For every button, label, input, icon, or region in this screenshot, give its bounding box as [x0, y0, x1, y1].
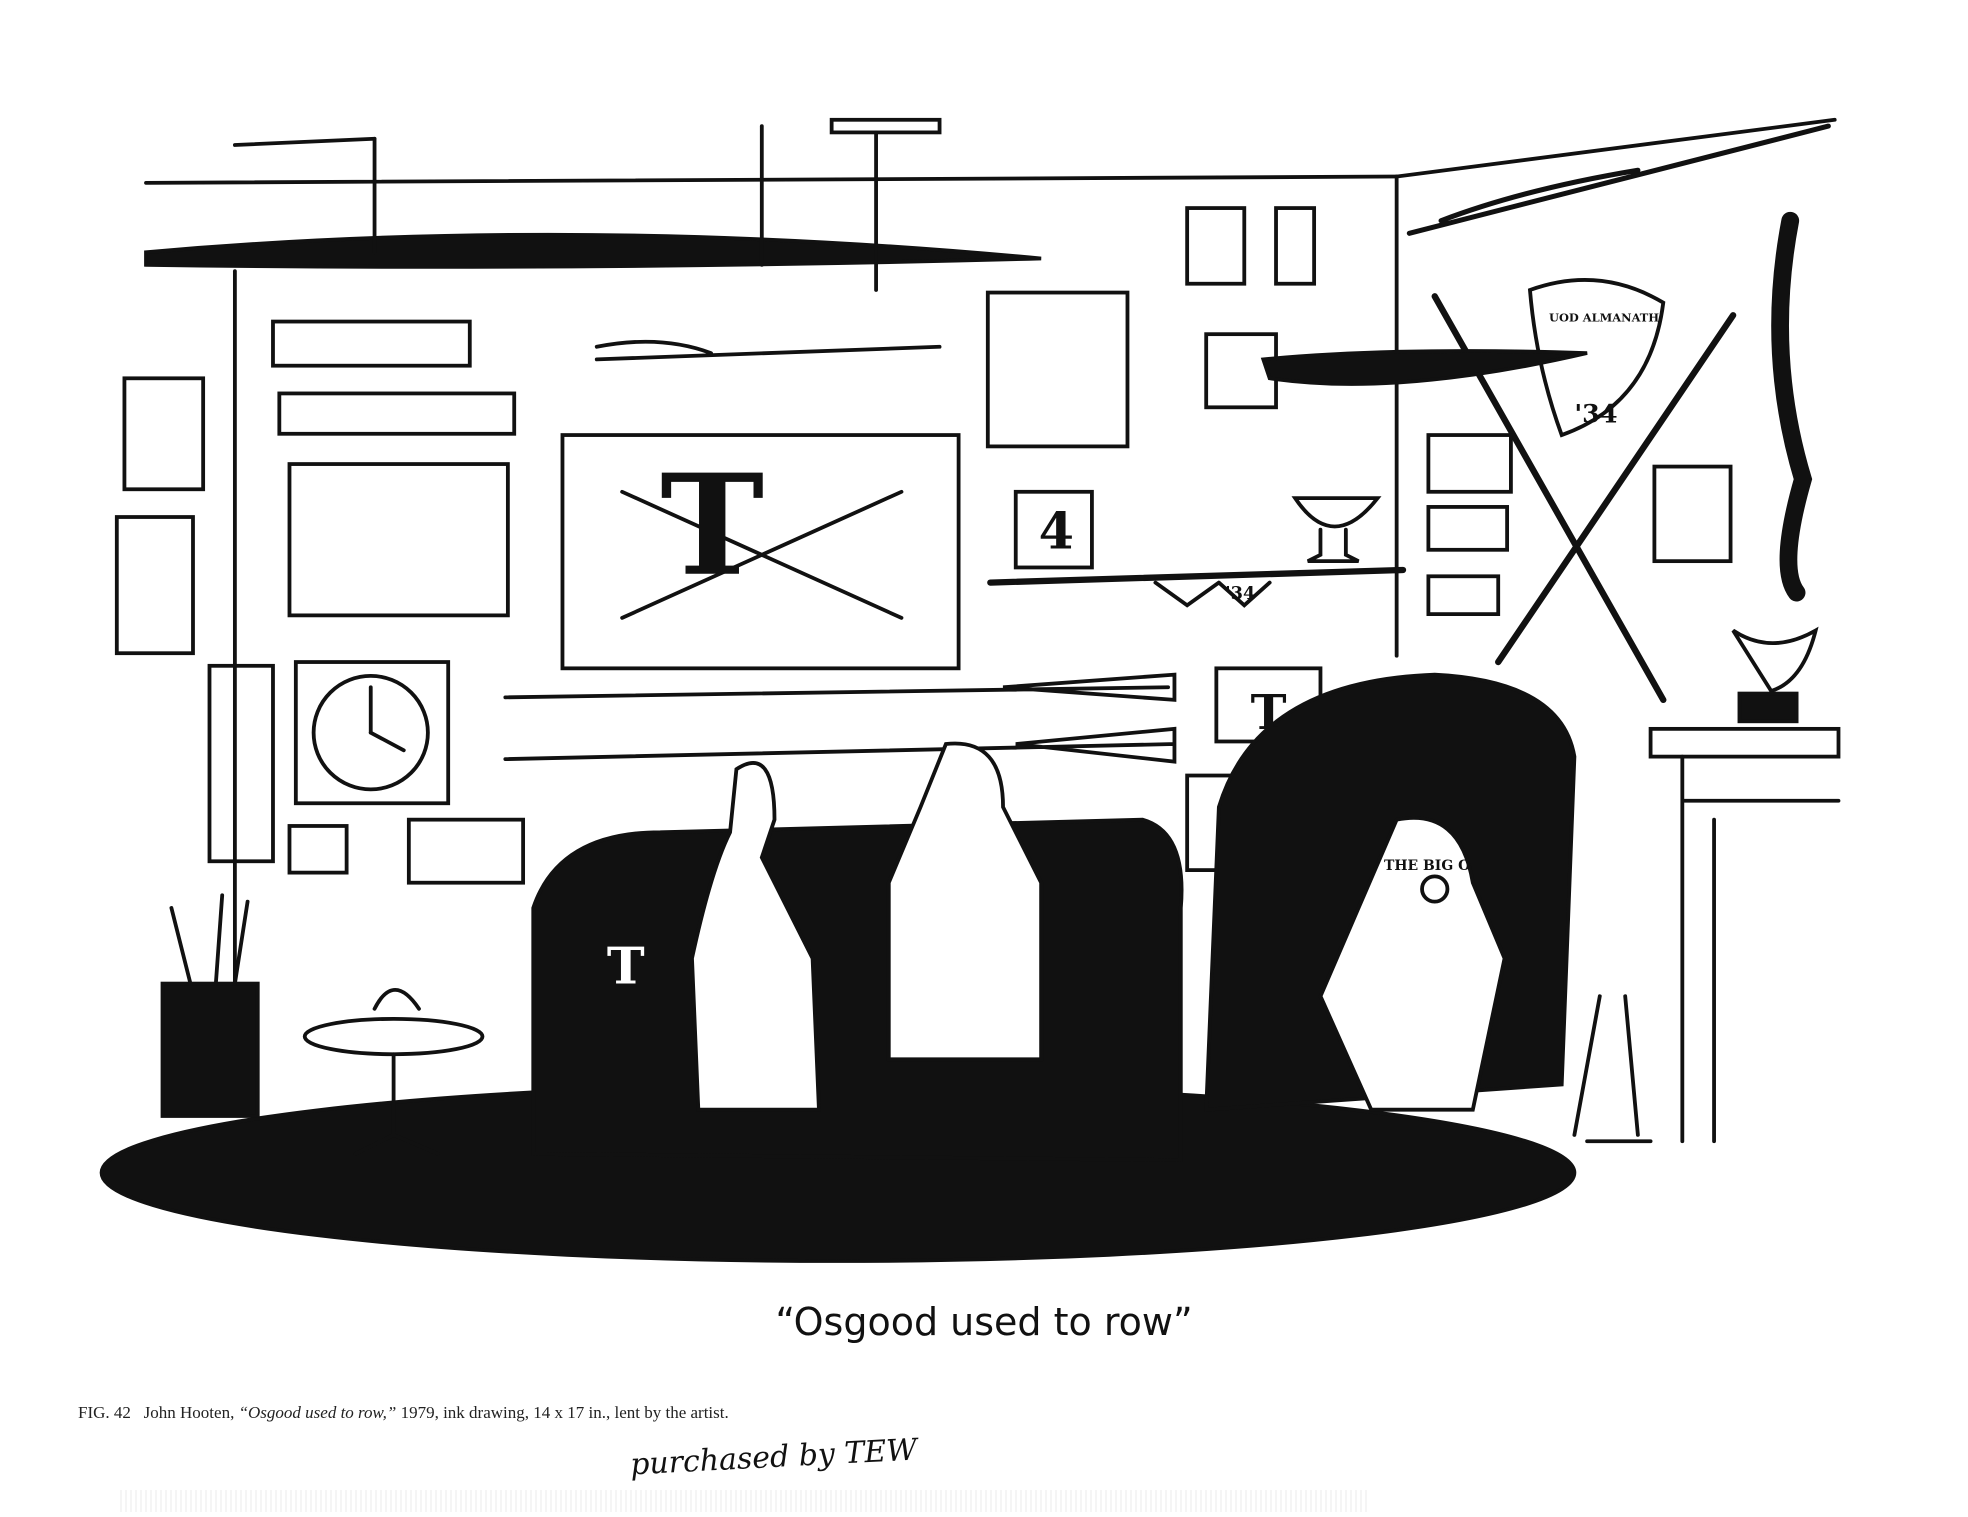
oar-icon	[594, 339, 942, 362]
framed-t-text: T	[1251, 685, 1287, 741]
oar-icon	[1406, 123, 1831, 236]
number-plaque-text: 4	[1039, 501, 1074, 561]
artist-name: John Hooten,	[143, 1403, 235, 1422]
figure-caption: FIG. 42 John Hooten, “Osgood used to row…	[78, 1403, 729, 1423]
side-table	[302, 1017, 485, 1057]
woman-left	[690, 761, 821, 1112]
oar-icon	[503, 672, 1177, 702]
medal-display	[287, 462, 510, 618]
scan-noise	[120, 1490, 1370, 1512]
pennant-year-text: '34	[1225, 583, 1255, 604]
shield-year-text: '34	[1574, 399, 1617, 429]
umbrella-stand	[160, 981, 260, 1118]
osgood-man	[1318, 816, 1507, 1112]
cushion-t-text: T	[607, 936, 645, 996]
rowing-shell-icon	[144, 232, 1042, 269]
framed-picture	[271, 319, 472, 368]
cartoon-caption: “Osgood used to row”	[775, 1300, 1193, 1344]
ceiling-line	[144, 174, 1399, 185]
large-framed-t	[560, 433, 961, 671]
shirt-text: THE BIG O	[1384, 858, 1470, 874]
shield-text: UOD ALMANATH	[1549, 311, 1659, 325]
clock-frame	[293, 660, 451, 806]
artwork-details: 1979, ink drawing, 14 x 17 in., lent by …	[400, 1403, 729, 1422]
clock-icon	[311, 674, 430, 792]
oar-icon	[503, 726, 1177, 764]
large-t-text: T	[660, 443, 764, 606]
artwork-title: “Osgood used to row,”	[238, 1403, 397, 1422]
woman-center	[886, 741, 1044, 1062]
fig-label: FIG. 42	[78, 1403, 131, 1422]
fireplace-mantel	[1648, 726, 1841, 759]
trophy-icon	[1291, 496, 1382, 564]
scull-wall	[1260, 349, 1588, 386]
